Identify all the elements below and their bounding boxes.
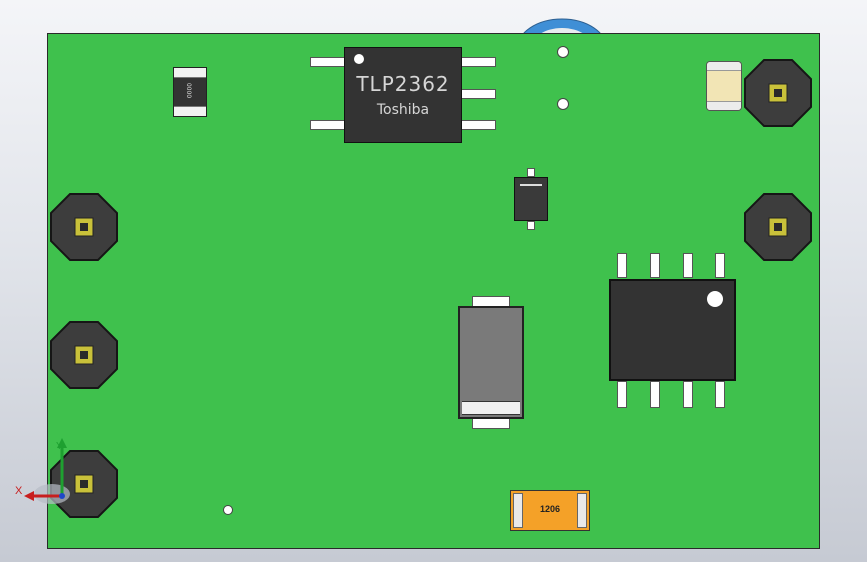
soic8-ic[interactable] <box>609 253 737 409</box>
axis-triad-icon <box>24 438 70 504</box>
resistor-endcap-bottom <box>174 106 206 116</box>
axis-x-label: X <box>15 485 23 497</box>
diode-body <box>514 177 548 221</box>
power-diode-body <box>458 306 524 419</box>
optocoupler-ic[interactable]: TLP2362 Toshiba <box>310 47 500 143</box>
ic-pin-right-2 <box>460 89 496 99</box>
smd-1206-endcap-left <box>513 493 523 528</box>
soic-pin-top-1 <box>617 253 627 278</box>
screw-terminal[interactable] <box>744 59 812 127</box>
ic-part-label: TLP2362 <box>356 72 450 96</box>
soic-pin-bottom-1 <box>617 381 627 408</box>
soic-pin1-marker <box>707 291 723 307</box>
axis-y-label: Y <box>56 441 63 452</box>
ic-pin-right-1 <box>460 57 496 67</box>
diode-pin-top <box>527 168 535 177</box>
via-hole <box>557 46 569 58</box>
beige-endcap-top <box>707 62 741 71</box>
diode-cathode-band <box>520 184 542 186</box>
screw-terminal[interactable] <box>50 321 118 389</box>
resistor-endcap-top <box>174 68 206 78</box>
soic-pin-top-2 <box>650 253 660 278</box>
ic-body: TLP2362 Toshiba <box>344 47 462 143</box>
diode-pin-bottom <box>527 221 535 230</box>
smd-capacitor-beige[interactable] <box>706 61 742 111</box>
sot-diode[interactable] <box>514 168 548 230</box>
ic-pin-left-2 <box>310 120 346 130</box>
pcb-board[interactable]: TLP2362 Toshiba 0000 <box>47 33 820 549</box>
soic-pin-top-3 <box>683 253 693 278</box>
soic-body <box>609 279 736 381</box>
power-diode-pad-bottom <box>472 418 510 429</box>
soic-pin-top-4 <box>715 253 725 278</box>
ic-pin-right-3 <box>460 120 496 130</box>
screw-terminal[interactable] <box>50 450 118 518</box>
smd-resistor[interactable]: 0000 <box>173 67 207 117</box>
via-hole <box>557 98 569 110</box>
screw-terminal[interactable] <box>744 193 812 261</box>
smd-1206-endcap-right <box>577 493 587 528</box>
beige-endcap-bottom <box>707 101 741 110</box>
soic-pin-bottom-2 <box>650 381 660 408</box>
soic-pin-bottom-3 <box>683 381 693 408</box>
smd-1206-component[interactable]: 1206 <box>510 490 590 531</box>
smd-1206-label: 1206 <box>539 504 561 514</box>
soic-pin-bottom-4 <box>715 381 725 408</box>
screw-terminal[interactable] <box>50 193 118 261</box>
via-hole <box>223 505 233 515</box>
ic-pin-left-1 <box>310 57 346 67</box>
ic-maker-label: Toshiba <box>376 102 430 118</box>
power-diode[interactable] <box>456 296 526 430</box>
pin1-marker <box>354 54 364 64</box>
power-diode-band <box>462 401 520 415</box>
resistor-code: 0000 <box>186 82 194 99</box>
